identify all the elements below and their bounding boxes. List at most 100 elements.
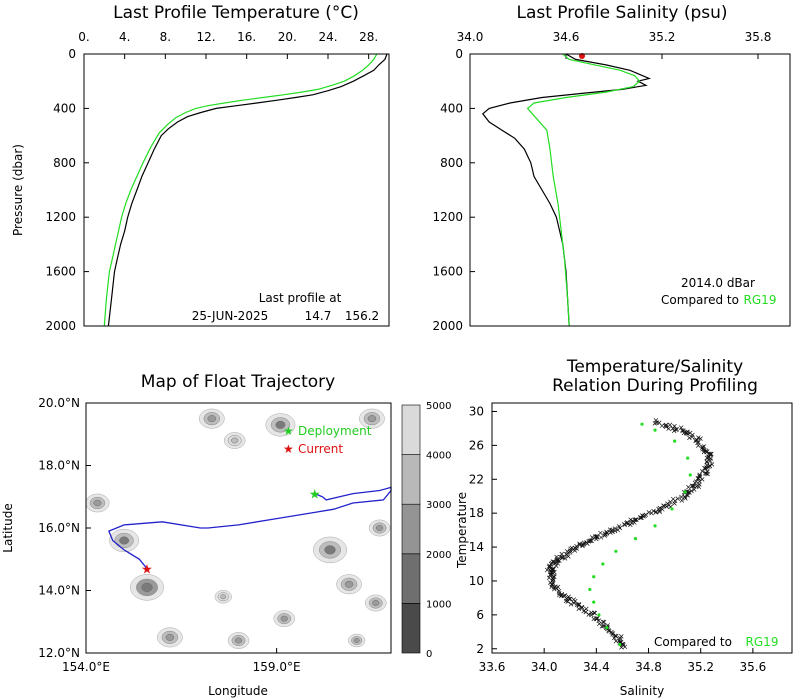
trajectory-title: Map of Float Trajectory <box>141 372 335 392</box>
map-y-label: Latitude <box>1 503 15 552</box>
ts-observed-point <box>700 468 705 474</box>
deployment-star-icon: ★ <box>283 424 294 438</box>
colorbar-label: 0 <box>426 649 432 660</box>
map-y-tick-label: 12.0°N <box>38 646 80 660</box>
ts-observed-point <box>548 566 553 571</box>
salinity-frame <box>469 53 791 327</box>
ts-observed-point <box>554 554 559 560</box>
ts-reference-point <box>588 587 592 592</box>
ts-y-tick-label: 30 <box>469 404 484 418</box>
ts-reference-point <box>673 439 677 443</box>
seamount-peak <box>324 545 336 555</box>
ts-observed-point <box>564 552 569 557</box>
ts-reference-point <box>640 422 644 426</box>
ts-observed-point <box>675 496 681 501</box>
seamount-peak <box>353 638 360 643</box>
ts-observed-point <box>634 517 639 522</box>
seamount-peak <box>280 615 288 622</box>
ts-observed-point <box>704 471 709 476</box>
seamount-peak <box>119 536 130 545</box>
map-y-tick-label: 14.0°N <box>38 584 80 598</box>
ts-observed-point <box>587 538 593 544</box>
ts-x-tick-label: 34.4 <box>583 660 610 674</box>
ts-reference-point <box>653 524 657 528</box>
ts-observed-point <box>555 558 561 563</box>
ts-observed-point <box>671 428 677 434</box>
salinity-y-tick-label: 1200 <box>432 210 463 224</box>
ts-observed-point <box>572 546 578 551</box>
ts-observed-point <box>562 593 568 598</box>
ts-observed-point <box>696 435 701 440</box>
ts-x-tick-label: 35.6 <box>740 660 767 674</box>
colorbar-label: 4000 <box>426 451 451 462</box>
ts-observed-point <box>651 508 656 514</box>
colorbar-band <box>401 553 421 604</box>
colorbar-band <box>401 454 421 505</box>
ts-y-tick-label: 2 <box>476 642 484 656</box>
ts-reference-point <box>670 507 674 511</box>
ts-observed-point <box>546 575 552 581</box>
ts-observed-point <box>568 548 573 553</box>
ts-observed-point <box>666 426 671 431</box>
temperature-y-tick-label: 1200 <box>45 210 76 224</box>
ts-reference-point <box>614 549 618 553</box>
ts-observed-point <box>624 520 630 525</box>
map-y-tick-label: 18.0°N <box>38 459 80 473</box>
ts-reference-point <box>633 536 638 541</box>
seamount-group <box>86 408 391 649</box>
salinity-y-tick-label: 2000 <box>432 319 463 333</box>
temperature-y-label: Pressure (dbar) <box>11 144 25 236</box>
ts-observed-point <box>556 589 562 594</box>
map-x-label: Longitude <box>208 684 268 698</box>
ts-title-line-2: Relation During Profiling <box>552 376 758 396</box>
temperature-y-tick-label: 800 <box>53 156 76 170</box>
ts-observed-point <box>604 531 610 536</box>
ts-observed-point <box>577 541 582 547</box>
seamount-peak <box>372 600 380 606</box>
salinity-y-tick-label: 1600 <box>432 265 463 279</box>
ts-observed-point <box>670 496 676 502</box>
ts-observed-point <box>617 635 623 641</box>
map-y-tick-label: 16.0°N <box>38 521 80 535</box>
temperature-series <box>103 53 388 327</box>
ts-observed-point <box>701 444 707 449</box>
temperature-note-lon: 156.2 <box>345 309 379 323</box>
colorbar-band <box>401 603 421 654</box>
ts-observed-point <box>614 633 619 639</box>
salinity-reference-line <box>526 53 641 327</box>
ts-observed-point <box>633 517 638 522</box>
ts-observed-point <box>622 522 627 527</box>
current-marker: ★ <box>141 563 153 578</box>
ts-observed-point <box>689 488 694 494</box>
ts-x-label: Salinity <box>620 684 664 698</box>
ts-reference-point <box>601 562 605 566</box>
seamount-peak <box>275 420 286 429</box>
ts-note-reference: RG19 <box>746 635 779 649</box>
ts-observed-point <box>697 473 702 479</box>
temperature-y-tick-label: 0 <box>68 47 76 61</box>
ts-x-tick-label: 34.8 <box>635 660 662 674</box>
ts-reference-point <box>605 625 609 630</box>
ts-observed-point <box>702 465 707 471</box>
ts-observed-point <box>697 472 702 478</box>
ts-observed-point <box>586 539 591 544</box>
ts-y-label: Temperature <box>455 492 469 569</box>
ts-observed-point <box>551 574 556 579</box>
ts-y-tick-label: 10 <box>469 574 484 588</box>
ts-observed-point <box>643 512 649 517</box>
temperature-y-tick-label: 400 <box>53 101 76 115</box>
ts-observed-point <box>688 430 693 436</box>
temperature-x-tick-label: 4. <box>119 30 130 44</box>
ts-observed-point <box>551 559 556 565</box>
ts-observed-point <box>674 427 680 432</box>
salinity-x-tick-label: 35.2 <box>649 30 676 44</box>
ts-frame <box>491 402 793 654</box>
ts-observed-point <box>672 423 677 429</box>
ts-observed-point <box>630 518 635 524</box>
ts-observed-point <box>684 429 689 435</box>
colorbar-band <box>401 404 421 455</box>
